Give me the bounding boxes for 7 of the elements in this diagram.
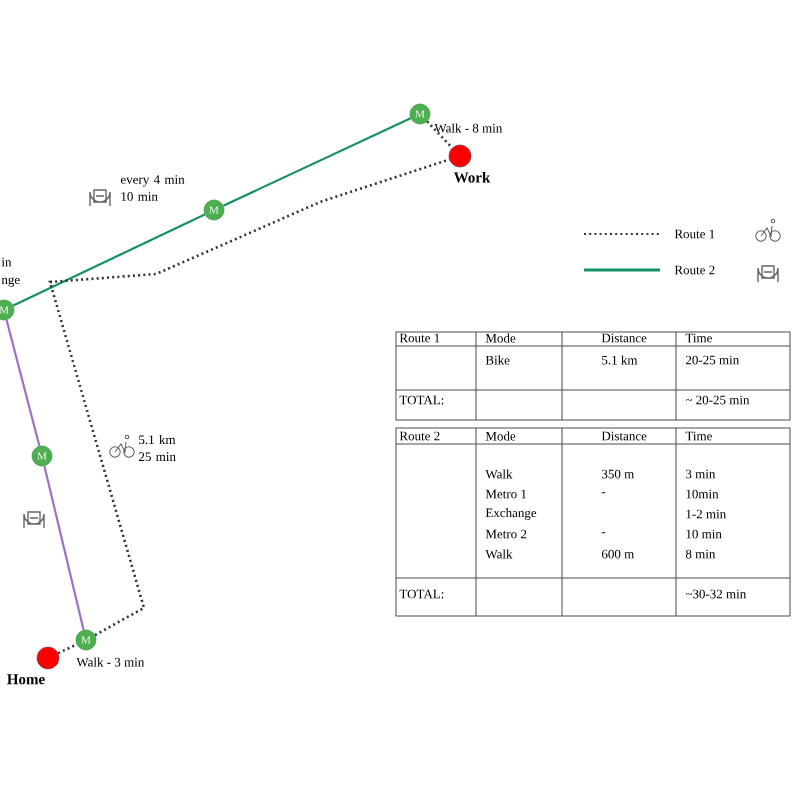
route-line — [222, 117, 412, 207]
dotted-route — [426, 120, 454, 149]
route-line — [12, 213, 206, 307]
route-line — [43, 465, 85, 631]
dotted-route — [57, 643, 78, 655]
dotted-route — [48, 158, 450, 637]
route-line — [5, 319, 41, 447]
